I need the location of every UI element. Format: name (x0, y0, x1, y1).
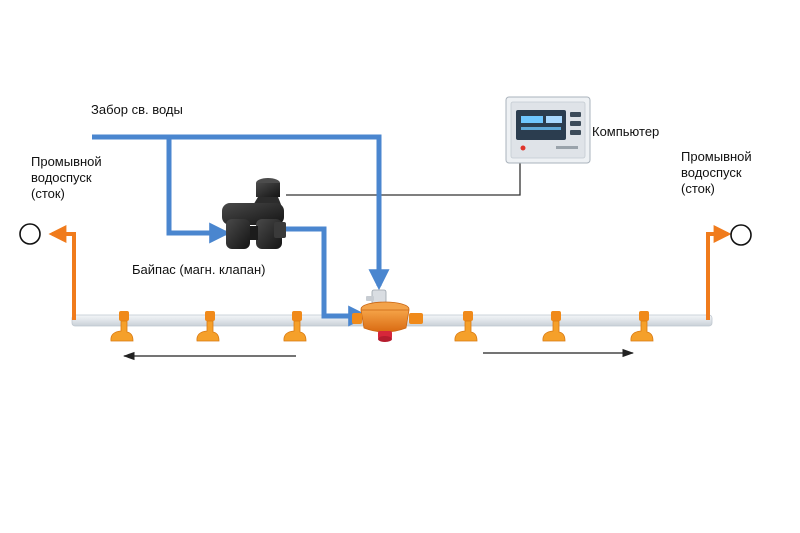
drinker-cup-icon (196, 311, 220, 342)
controller-icon (505, 96, 591, 164)
flush-drain-left-line: водоспуск (31, 170, 92, 185)
drain-outlet-icon (730, 224, 752, 246)
drinker-cup-icon (110, 311, 134, 342)
bypass-label: Байпас (магн. клапан) (132, 262, 266, 277)
drinker-cup-icon (542, 311, 566, 342)
flush-drain-lines (48, 225, 732, 320)
water-intake-label: Забор св. воды (91, 102, 183, 117)
flush-drain-right-label: Промывной водоспуск (сток) (681, 149, 752, 197)
flush-drain-right-line: (сток) (681, 181, 715, 196)
flush-drain-right-line: водоспуск (681, 165, 742, 180)
drinker-cup-icon (630, 311, 654, 342)
water-intake-lines (92, 134, 390, 327)
flush-drain-right-line: Промывной (681, 149, 752, 164)
flush-drain-left-label: Промывной водоспуск (сток) (31, 154, 102, 202)
drinker-cup-icon (283, 311, 307, 342)
drain-outlet-icon (19, 223, 41, 245)
pressure-regulator-icon (352, 289, 423, 342)
control-cable (286, 161, 521, 196)
solenoid-valve-icon (222, 178, 286, 249)
flush-drain-left-line: (сток) (31, 186, 65, 201)
flush-drain-left-line: Промывной (31, 154, 102, 169)
drinker-cup-icon (454, 311, 478, 342)
computer-label: Компьютер (592, 124, 660, 139)
